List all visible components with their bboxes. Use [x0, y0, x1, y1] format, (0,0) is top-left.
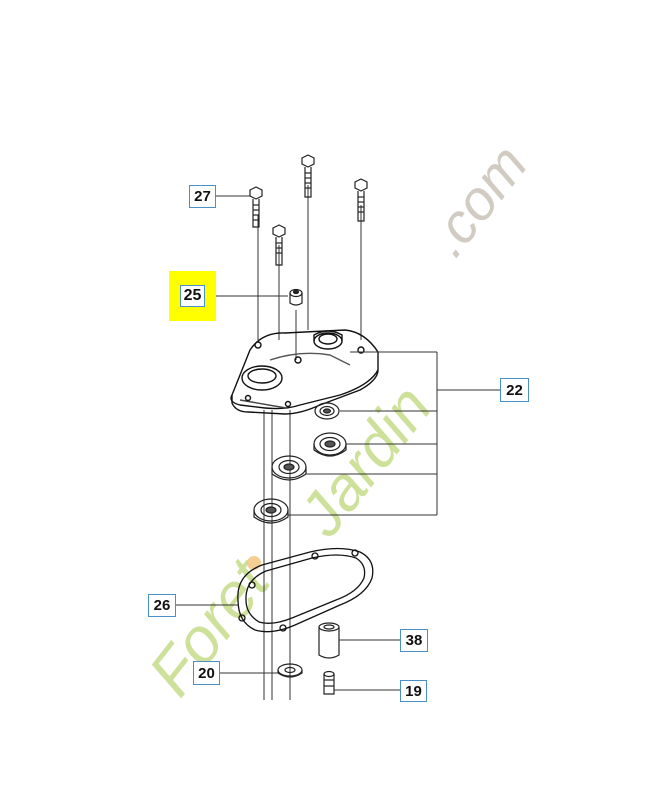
bolt-a: [249, 186, 263, 228]
callout-22-label: 22: [506, 381, 523, 399]
bolt-b: [301, 154, 315, 198]
bearing-parts: [253, 402, 347, 524]
gasket-part: [237, 547, 374, 633]
callout-26-label: 26: [153, 597, 171, 614]
watermark: Foret Jardin .com: [134, 133, 539, 709]
callout-19[interactable]: 19: [400, 680, 427, 702]
callout-25-label: 25: [179, 285, 206, 307]
guide-lines: [257, 185, 362, 700]
callout-38[interactable]: 38: [400, 629, 428, 652]
bearing-3: [271, 455, 307, 481]
washer-part: [277, 663, 303, 678]
callout-20-label: 20: [198, 664, 215, 682]
callout-19-label: 19: [405, 682, 422, 700]
callout-25[interactable]: 25: [169, 271, 216, 321]
callout-26[interactable]: 26: [148, 594, 176, 617]
bearing-4: [253, 498, 289, 524]
cover-housing: [230, 329, 379, 415]
pin-part: [323, 670, 335, 695]
callout-20[interactable]: 20: [193, 661, 220, 685]
svg-text:Jardin: Jardin: [286, 373, 445, 549]
bolt-d: [272, 224, 286, 266]
sleeve-part: [318, 622, 340, 659]
callout-22-bracket: [288, 351, 500, 516]
bearing-2: [313, 432, 347, 457]
leader-lines: [176, 195, 400, 691]
callout-38-label: 38: [405, 632, 423, 649]
bolt-c: [354, 178, 368, 222]
bolt-parts: [249, 154, 368, 266]
callout-27-label: 27: [194, 188, 211, 205]
plug-part: [289, 288, 303, 306]
callout-27[interactable]: 27: [189, 185, 216, 208]
bearing-1: [314, 402, 340, 420]
callout-22[interactable]: 22: [500, 378, 529, 402]
svg-text:.com: .com: [415, 133, 539, 267]
